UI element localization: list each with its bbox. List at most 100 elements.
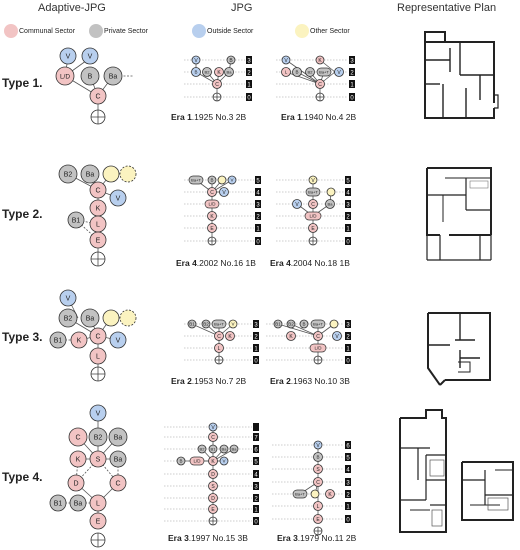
depth-label: 2 [346,215,350,221]
node-label: K [211,459,215,465]
depth-marker [253,320,259,328]
row-label-type-4: Type 4. [2,470,43,484]
graph-node [207,187,217,197]
node-label: C [115,480,120,487]
graph-node [80,308,100,328]
depth-label: 4 [254,473,258,479]
graph-node [332,331,342,341]
node-label: V [295,202,299,208]
graph-node [68,427,88,447]
node-label: V [311,178,315,184]
node-label: C [95,187,100,194]
depth-marker [246,56,252,64]
depth-label: 3 [346,203,350,209]
node-label: K [77,337,82,344]
graph-node [204,199,220,209]
depth-marker [345,490,351,498]
graph-node [227,175,237,185]
node-label: Ba [328,201,334,206]
plan-wall [426,168,440,236]
graph-node [88,427,108,447]
node-label: E [96,237,101,244]
node-label: B [210,178,213,183]
node-label: Ba [114,456,123,463]
graph-edge [191,323,220,337]
depth-marker [246,80,252,88]
graph-node [208,444,218,454]
node-label: B1 [54,500,63,507]
caption-detail: .1940 No.4 2B [301,112,357,122]
depth-label: 1 [350,83,354,89]
depth-marker [345,344,351,352]
graph-node [67,474,85,492]
caption-era: Era 1 [171,112,192,122]
depth-label: 3 [254,323,258,329]
depth-label: 0 [346,359,350,365]
graph-node [316,67,332,77]
graph-node [313,440,323,450]
node-label: E [316,517,320,523]
graph-node [214,343,224,353]
graph-node [329,319,339,329]
node-label: B [302,322,305,327]
node-label: C [95,93,100,100]
legend-label: Outside Sector [207,27,254,35]
graph-node [326,187,336,197]
graph-node [108,427,128,447]
depth-marker [253,457,259,465]
graph-node [49,331,67,349]
depth-label: 2 [254,497,258,503]
graph-node [202,67,212,77]
depth-marker [345,212,351,220]
depth-marker [345,515,351,523]
node-label: K [228,334,232,340]
node-label: B1 [72,217,81,224]
graph-node [308,175,318,185]
node-label: S [96,456,101,463]
depth-marker [345,224,351,232]
depth-marker [345,465,351,473]
depth-label: 0 [350,96,354,102]
legend-other: Other Sector [295,24,350,38]
node-label: K [76,456,81,463]
graph-edge [285,59,321,85]
graph-node [70,331,88,349]
depth-label: 4 [256,191,260,197]
depth-marker [255,224,261,232]
communal-swatch [4,24,18,38]
depth-label: 0 [346,240,350,246]
graph-node [103,66,123,86]
graph-node [191,55,201,65]
graph-node [313,501,323,511]
representative-plan-header: Representative Plan [397,2,497,14]
depth-marker [255,188,261,196]
node-label: C [318,82,322,88]
node-label: C [311,202,315,208]
node-label: L/D [314,346,322,351]
caption: Era 4.2002 No.16 1B [176,258,256,268]
graph-node [207,223,217,233]
graph-node [281,55,291,65]
depth-marker [349,56,355,64]
graph-node [89,494,107,512]
node-label: K [210,214,214,220]
node-label: C [215,82,219,88]
legend-communal: Communal Sector [4,24,75,38]
graph-node [80,164,100,184]
graph-node [310,489,320,499]
node-label: S [316,467,320,473]
plan-wall [461,461,514,521]
depth-marker [255,212,261,220]
node-label: L/D [208,202,216,207]
depth-label: 4 [346,468,350,474]
adaptive-jpg-header: Adaptive-JPG [38,2,106,14]
node-label: K [289,334,293,340]
node-label: V [88,53,93,60]
node-label: E [96,518,101,525]
node-label: D [211,496,215,502]
graph-node [315,55,325,65]
graph-node [208,493,218,503]
plan-wall [458,361,471,373]
node-label: B [194,70,197,75]
graph-node [89,181,107,199]
